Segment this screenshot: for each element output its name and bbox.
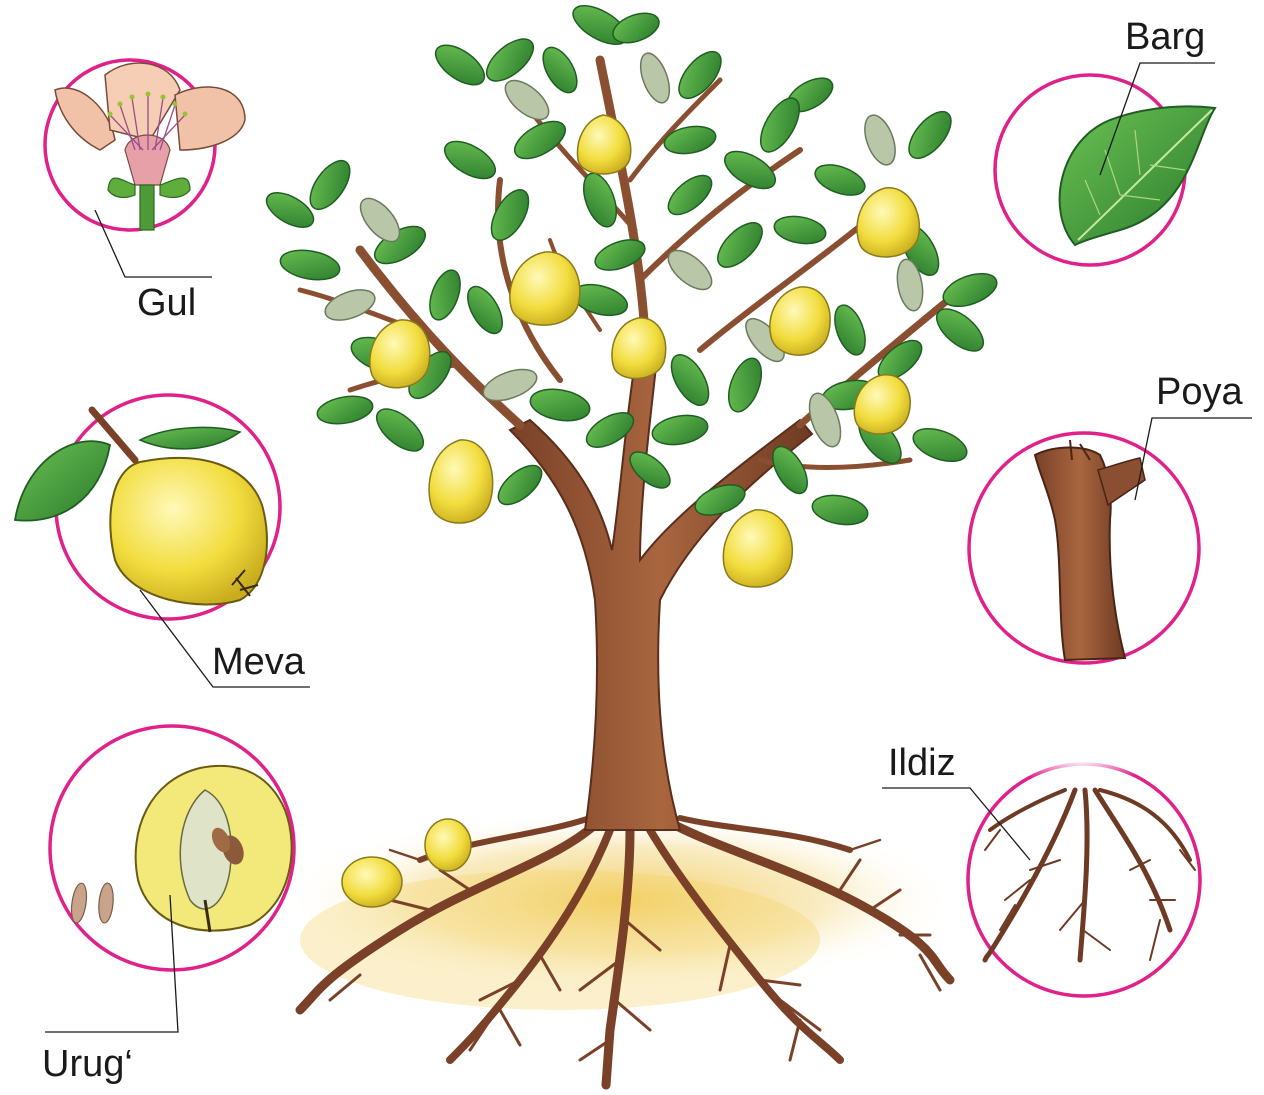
label-ildiz: Ildiz: [888, 744, 956, 782]
label-poya: Poya: [1156, 373, 1243, 411]
label-gul: Gul: [137, 284, 196, 322]
label-meva: Meva: [212, 643, 305, 681]
label-urug: Urug‘: [42, 1045, 133, 1083]
label-barg: Barg: [1125, 18, 1205, 56]
fruit-illustration: [15, 410, 267, 604]
